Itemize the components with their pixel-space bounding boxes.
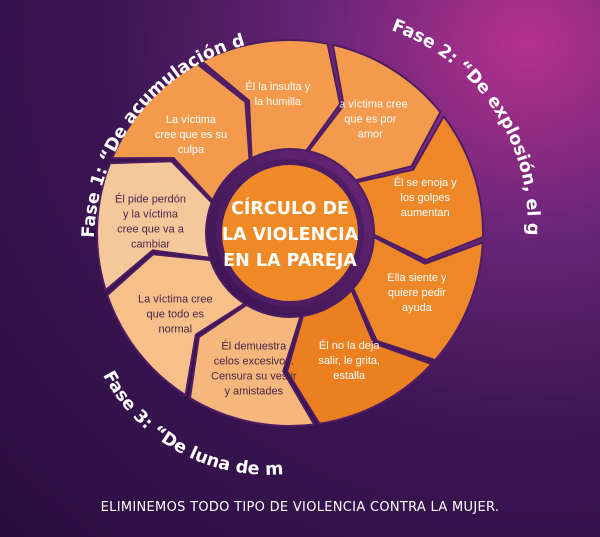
cycle-segment-2 [355, 115, 485, 261]
footer-slogan: ELIMINEMOS TODO TIPO DE VIOLENCIA CONTRA… [100, 500, 500, 515]
cycle-segment-1-text: La víctima cree que es por amor [333, 98, 408, 140]
cycle-segment-8-line-2: cree que es su [155, 129, 227, 141]
cycle-segment-5-line-2: celos excesivos. [214, 356, 294, 368]
cycle-segment-9-text: Él la insulta y la humilla [245, 80, 310, 108]
cycle-segment-2-line-1: Él se enoja y [394, 176, 457, 189]
cycle-segment-1-line-3: amor [358, 128, 383, 140]
cycle-segment-9-line-1: Él la insulta y [245, 80, 310, 93]
cycle-segment-5-line-3: Censura su vestir [211, 371, 297, 383]
cycle-segment-6-line-1: La víctima cree [138, 293, 213, 305]
cycle-segment-7 [96, 160, 213, 292]
cycle-segment-1-line-2: que es por [344, 113, 396, 125]
cycle-segment-3-text: Ella siente y quiere pedir ayuda [387, 272, 447, 314]
cycle-segment-7-line-1: Él pide perdón [115, 192, 186, 205]
cycle-segment-4 [286, 289, 433, 425]
cycle-segment-5-text: Él demuestra celos excesivos. Censura su v… [211, 340, 297, 398]
cycle-segment-4-line-3: estalla [333, 370, 366, 382]
cycle-segment-3-line-3: ayuda [402, 302, 433, 314]
cycle-segment-5-line-4: y amistades [224, 386, 283, 398]
cycle-segment-8-text: La víctima cree que es su culpa [155, 114, 227, 156]
cycle-segment-2-text: Él se enoja y los golpes aumentan [394, 176, 457, 219]
cycle-segment-3-line-2: quiere pedir [388, 287, 446, 299]
cycle-segment-4-line-1: Él no la deja [319, 339, 380, 352]
cycle-segment-8 [111, 62, 251, 202]
cycle-segment-6-line-2: que todo es [147, 308, 205, 320]
cycle-segment-1-line-1: La víctima cree [333, 98, 408, 110]
cycle-segment-8-line-1: La víctima [166, 114, 217, 126]
center-title-line-2: LA VIOLENCIA [222, 225, 359, 245]
cycle-segments: La víctima cree que es por amor Él se enoja… [96, 39, 485, 428]
cycle-segment-7-line-3: cree que va a [117, 223, 185, 235]
cycle-segment-6 [106, 253, 246, 397]
cycle-segment-3 [352, 236, 484, 362]
cycle-segment-9 [200, 39, 342, 160]
cycle-segment-4-line-2: salir, le grita, [318, 355, 380, 367]
cycle-segment-1 [307, 43, 442, 182]
cycle-segment-7-line-4: cambiar [131, 238, 170, 250]
cycle-segment-2-line-2: los golpes [400, 192, 450, 204]
cycle-segment-5-line-1: Él demuestra [221, 340, 287, 353]
center-title-line-3: EN LA PAREJA [223, 251, 357, 271]
cycle-segment-5 [189, 303, 316, 428]
center-circle [216, 159, 364, 307]
cycle-segment-2-line-3: aumentan [401, 207, 450, 219]
cycle-segment-6-text: La víctima cree que todo es normal [138, 293, 213, 335]
cycle-segment-9-line-2: la humilla [255, 96, 302, 108]
cycle-segment-7-text: Él pide perdón y la víctima cree que va a c… [115, 192, 186, 250]
cycle-segment-6-line-3: normal [158, 323, 192, 335]
cycle-segment-4-text: Él no la deja salir, le grita, estalla [318, 339, 380, 382]
cycle-segment-3-line-1: Ella siente y [387, 272, 447, 284]
cycle-segment-7-line-2: y la víctima [123, 208, 179, 220]
cycle-segment-8-line-3: culpa [178, 144, 205, 156]
center-title-line-1: CÍRCULO DE [231, 197, 349, 219]
